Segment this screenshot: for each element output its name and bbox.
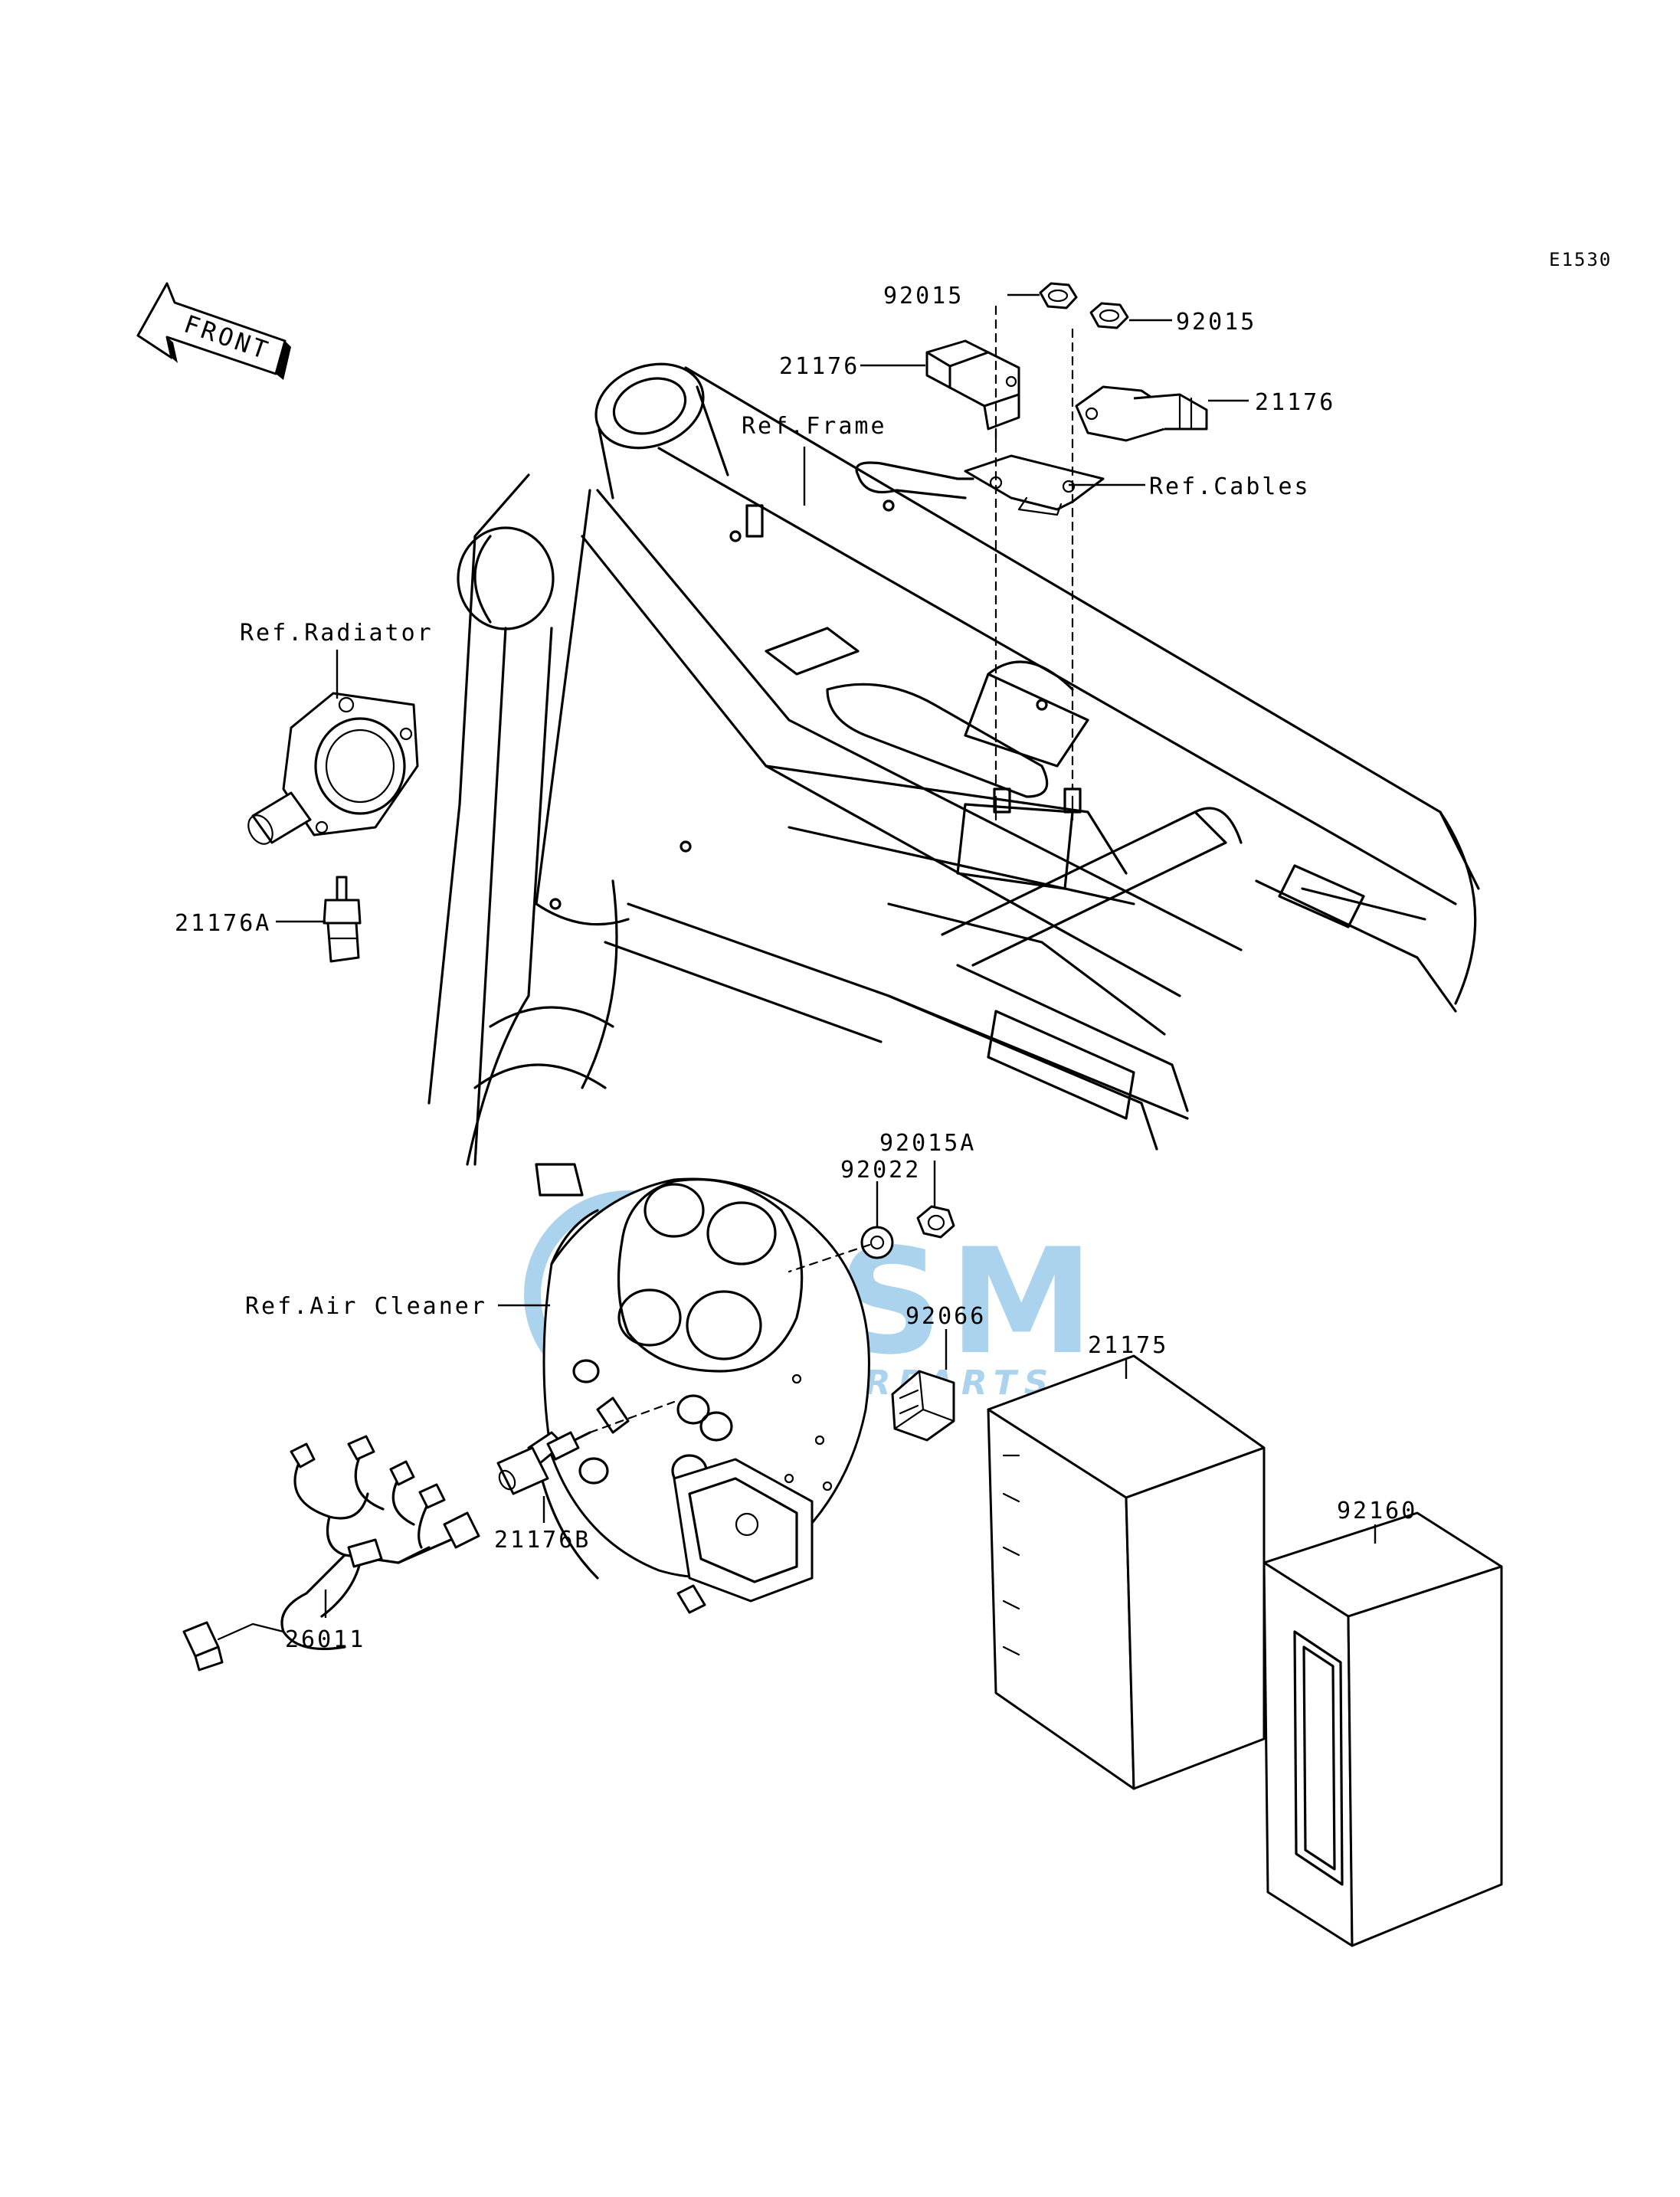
label-92066: 92066	[905, 1303, 986, 1330]
sensor-21176B-line	[588, 1400, 676, 1434]
leader-lines	[276, 293, 1377, 1618]
label-21176B: 21176B	[494, 1527, 591, 1554]
ecu-21175	[987, 1354, 1266, 1790]
diagram-code: E1530	[1549, 249, 1612, 270]
label-ref-cables: Ref.Cables	[1149, 473, 1311, 500]
front-direction-arrow-icon: FRONT	[136, 282, 291, 380]
label-21176-right: 21176	[1255, 389, 1335, 416]
nut-92015-right	[1089, 302, 1129, 329]
label-92015-right: 92015	[1176, 309, 1256, 336]
sensor-21176B	[496, 1431, 591, 1495]
air-cleaner-housing	[535, 1177, 870, 1614]
mount-line	[788, 1243, 871, 1273]
radiator-housing	[247, 692, 419, 845]
washer-92022	[860, 1226, 894, 1259]
label-92015-left: 92015	[883, 283, 964, 309]
label-ref-radiator: Ref.Radiator	[240, 620, 434, 647]
harness-26011	[182, 1435, 480, 1671]
sensor-21176-left	[925, 339, 1020, 446]
label-21176A: 21176A	[175, 910, 271, 937]
sensor-21176A	[323, 876, 362, 963]
frame-studs	[993, 787, 1082, 814]
nut-92015A	[916, 1205, 955, 1239]
label-21176-left: 21176	[779, 353, 860, 380]
label-ref-frame: Ref.Frame	[742, 413, 887, 440]
label-92015A: 92015A	[879, 1130, 976, 1157]
label-26011: 26011	[285, 1626, 365, 1653]
ecu-cover-92160	[1262, 1511, 1503, 1947]
nut-92015-left	[1039, 282, 1078, 309]
label-92160: 92160	[1337, 1498, 1417, 1524]
sensor-21176-right	[1075, 385, 1208, 442]
connector-92066	[891, 1370, 955, 1442]
motorcycle-frame	[427, 362, 1480, 1197]
assembly-lines	[994, 305, 1074, 791]
label-ref-air-cleaner: Ref.Air Cleaner	[245, 1293, 487, 1320]
label-21175: 21175	[1088, 1332, 1168, 1359]
label-92022: 92022	[840, 1157, 921, 1184]
